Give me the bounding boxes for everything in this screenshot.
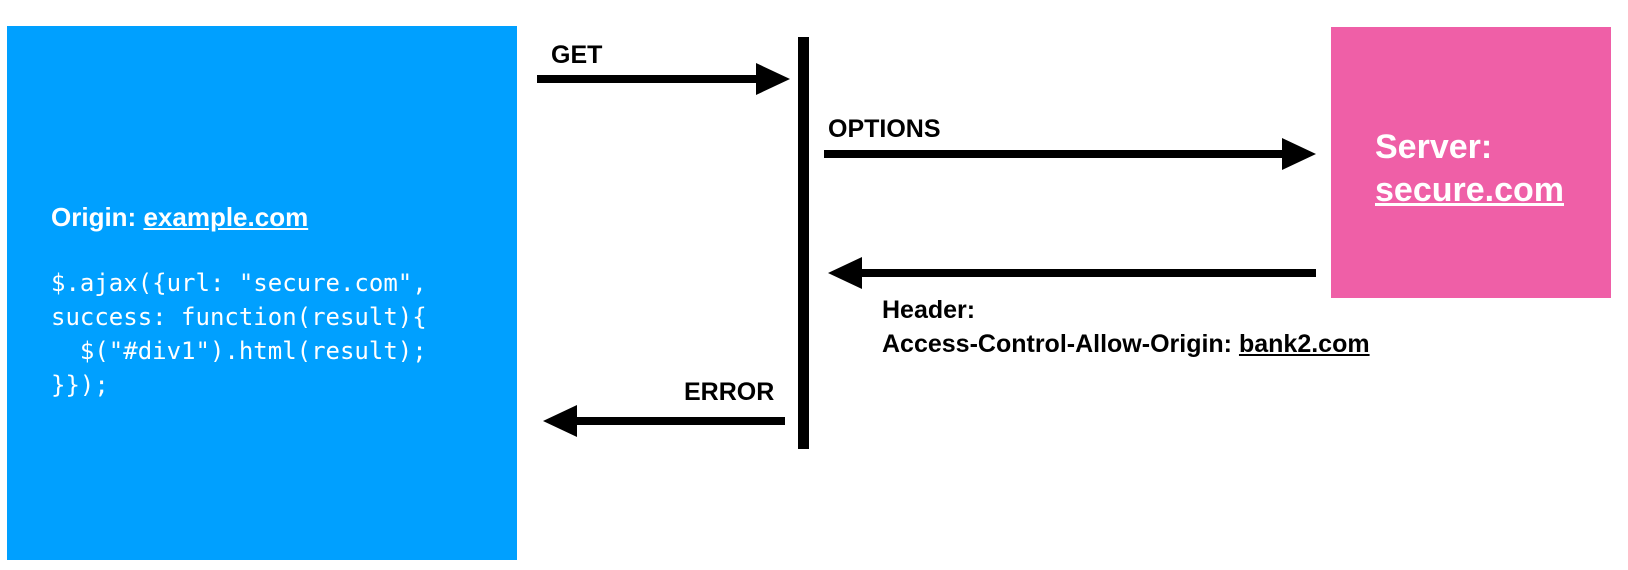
acao-header-name: Access-Control-Allow-Origin:: [882, 330, 1233, 358]
response-arrow: [828, 257, 1316, 289]
browser-barrier-line: [798, 37, 809, 449]
options-arrow: [824, 138, 1316, 170]
origin-host: example.com: [143, 202, 309, 232]
response-header-text: Header: Access-Control-Allow-Origin: ban…: [882, 293, 1370, 361]
get-label: GET: [551, 41, 603, 69]
header-label: Header:: [882, 296, 976, 324]
error-label: ERROR: [684, 378, 775, 406]
origin-label: Origin:: [51, 202, 137, 232]
server-label: Server:: [1375, 128, 1493, 166]
origin-title: Origin: example.com: [51, 202, 308, 233]
acao-header-line: Access-Control-Allow-Origin: bank2.com: [882, 327, 1370, 361]
acao-header-value: bank2.com: [1238, 330, 1370, 358]
get-arrow: [537, 63, 790, 95]
origin-box: Origin: example.com $.ajax({url: "secure…: [7, 26, 517, 560]
server-title: Server: secure.com: [1375, 126, 1564, 212]
server-box: Server: secure.com: [1331, 27, 1611, 298]
error-arrow: [543, 405, 785, 437]
options-label: OPTIONS: [828, 115, 941, 143]
ajax-code-snippet: $.ajax({url: "secure.com", success: func…: [51, 269, 427, 399]
server-host: secure.com: [1375, 171, 1564, 209]
